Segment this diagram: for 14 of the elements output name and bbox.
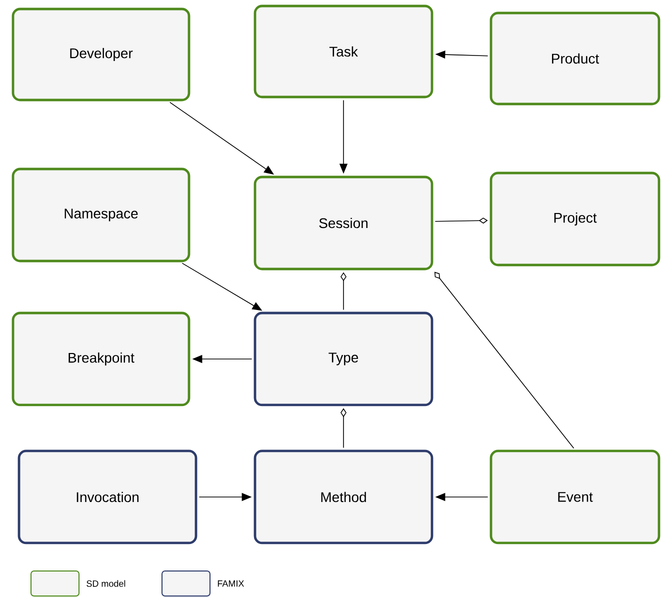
entity-box: Task (254, 4, 434, 98)
entity-box: Type (254, 312, 434, 406)
entity-box: Breakpoint (12, 312, 190, 406)
entity-box: Product (490, 12, 660, 106)
connector (434, 272, 574, 449)
entity-box: Session (254, 176, 434, 270)
legend-label: SD model (86, 580, 126, 587)
entity-box: Method (254, 450, 434, 544)
legend-label: FAMIX (218, 580, 244, 587)
entity-box: Event (490, 450, 660, 544)
entity-box: Developer (12, 8, 190, 102)
entity-box: Namespace (12, 168, 190, 262)
entity-box: Invocation (18, 450, 198, 544)
entity-box: Project (490, 172, 660, 266)
